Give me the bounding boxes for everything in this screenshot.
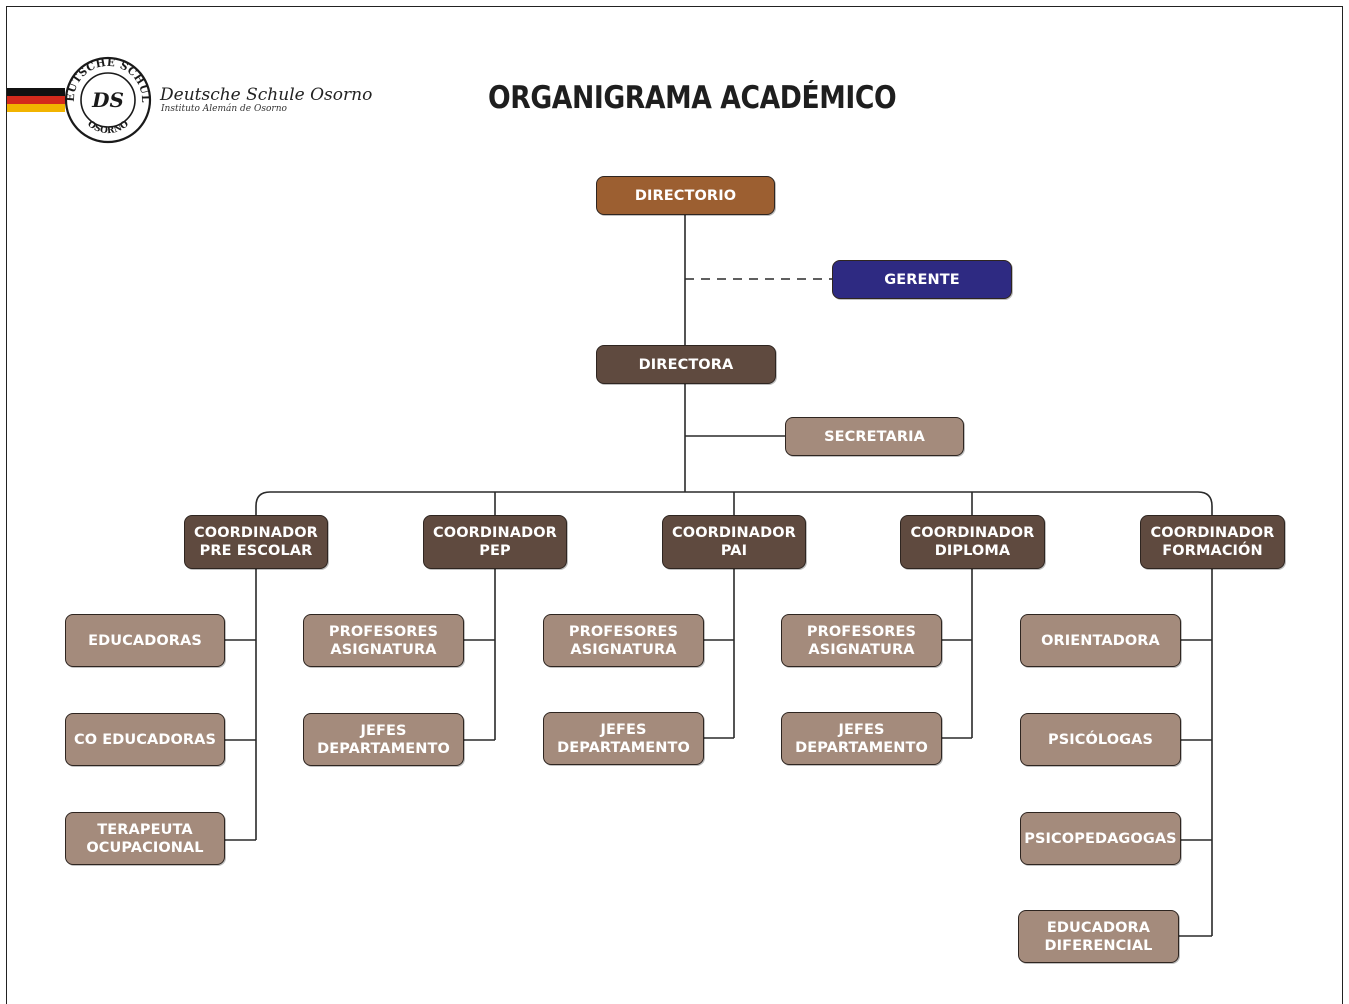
node-gerente: GERENTE: [832, 260, 1012, 299]
node-secretaria: SECRETARIA: [785, 417, 964, 456]
page-frame: [6, 6, 1343, 1004]
node-line1: JEFES: [360, 722, 407, 739]
node-line2: DEPARTAMENTO: [795, 739, 928, 756]
node-line1: PROFESORES: [328, 623, 439, 640]
node-coordinador-pep: COORDINADOR PEP: [423, 515, 567, 569]
school-seal-logo: DEUTSCHE SCHULE OSORNO DS: [62, 56, 152, 144]
node-orientadora: ORIENTADORA: [1020, 614, 1181, 667]
coordinator-line1: COORDINADOR: [910, 525, 1035, 541]
coordinator-line2: PEP: [479, 543, 511, 559]
node-line1: EDUCADORAS: [88, 632, 202, 649]
node-line2: ASIGNATURA: [570, 641, 677, 658]
coordinator-line1: COORDINADOR: [1150, 525, 1275, 541]
node-line2: ASIGNATURA: [808, 641, 915, 658]
svg-text:DS: DS: [91, 88, 124, 112]
node-line2: DEPARTAMENTO: [317, 740, 450, 757]
node-coordinador-formacion: COORDINADOR FORMACIÓN: [1140, 515, 1285, 569]
node-line1: CO EDUCADORAS: [73, 731, 217, 748]
node-line1: PROFESORES: [568, 623, 679, 640]
node-line1: JEFES: [838, 721, 885, 738]
node-secretaria-label: SECRETARIA: [824, 428, 925, 445]
node-line2: DEPARTAMENTO: [557, 739, 690, 756]
page-title: ORGANIGRAMA ACADÉMICO: [488, 80, 897, 116]
node-co-educadoras: CO EDUCADORAS: [65, 713, 225, 766]
node-line1: PROFESORES: [806, 623, 917, 640]
node-coordinador-diploma: COORDINADOR DIPLOMA: [900, 515, 1045, 569]
flag-stripe-red: [7, 96, 65, 104]
node-line1: ORIENTADORA: [1041, 632, 1160, 649]
node-line1: PSICÓLOGAS: [1047, 731, 1154, 748]
node-directorio: DIRECTORIO: [596, 176, 775, 215]
flag-stripe-black: [7, 88, 65, 96]
node-educadoras: EDUCADORAS: [65, 614, 225, 667]
coordinator-line2: FORMACIÓN: [1162, 543, 1263, 559]
node-psicopedagogas: PSICOPEDAGOGAS: [1020, 812, 1181, 865]
flag-stripe-gold: [7, 104, 65, 112]
node-line1: JEFES: [600, 721, 647, 738]
node-line1: EDUCADORA: [1046, 919, 1151, 936]
coordinator-line2: PRE ESCOLAR: [199, 543, 313, 559]
coordinator-line2: DIPLOMA: [934, 543, 1011, 559]
node-directora-label: DIRECTORA: [638, 356, 734, 373]
node-line2: ASIGNATURA: [330, 641, 437, 658]
coordinator-line1: COORDINADOR: [672, 525, 796, 541]
node-gerente-label: GERENTE: [884, 271, 960, 288]
node-psicologas: PSICÓLOGAS: [1020, 713, 1181, 766]
node-coordinador-pai: COORDINADOR PAI: [662, 515, 806, 569]
node-line1: TERAPEUTA: [97, 821, 193, 838]
node-directorio-label: DIRECTORIO: [634, 187, 737, 204]
coordinator-line1: COORDINADOR: [194, 525, 318, 541]
node-line2: OCUPACIONAL: [86, 839, 204, 856]
node-directora: DIRECTORA: [596, 345, 776, 384]
node-line2: DIFERENCIAL: [1044, 937, 1153, 954]
school-subtitle: Instituto Alemán de Osorno: [161, 104, 287, 114]
svg-text:OSORNO: OSORNO: [85, 119, 131, 136]
node-coordinador-pre-escolar: COORDINADOR PRE ESCOLAR: [184, 515, 328, 569]
school-name: Deutsche Schule Osorno: [160, 85, 373, 105]
node-line1: PSICOPEDAGOGAS: [1024, 830, 1177, 847]
coordinator-line1: COORDINADOR: [433, 525, 557, 541]
coordinator-line2: PAI: [720, 543, 748, 559]
